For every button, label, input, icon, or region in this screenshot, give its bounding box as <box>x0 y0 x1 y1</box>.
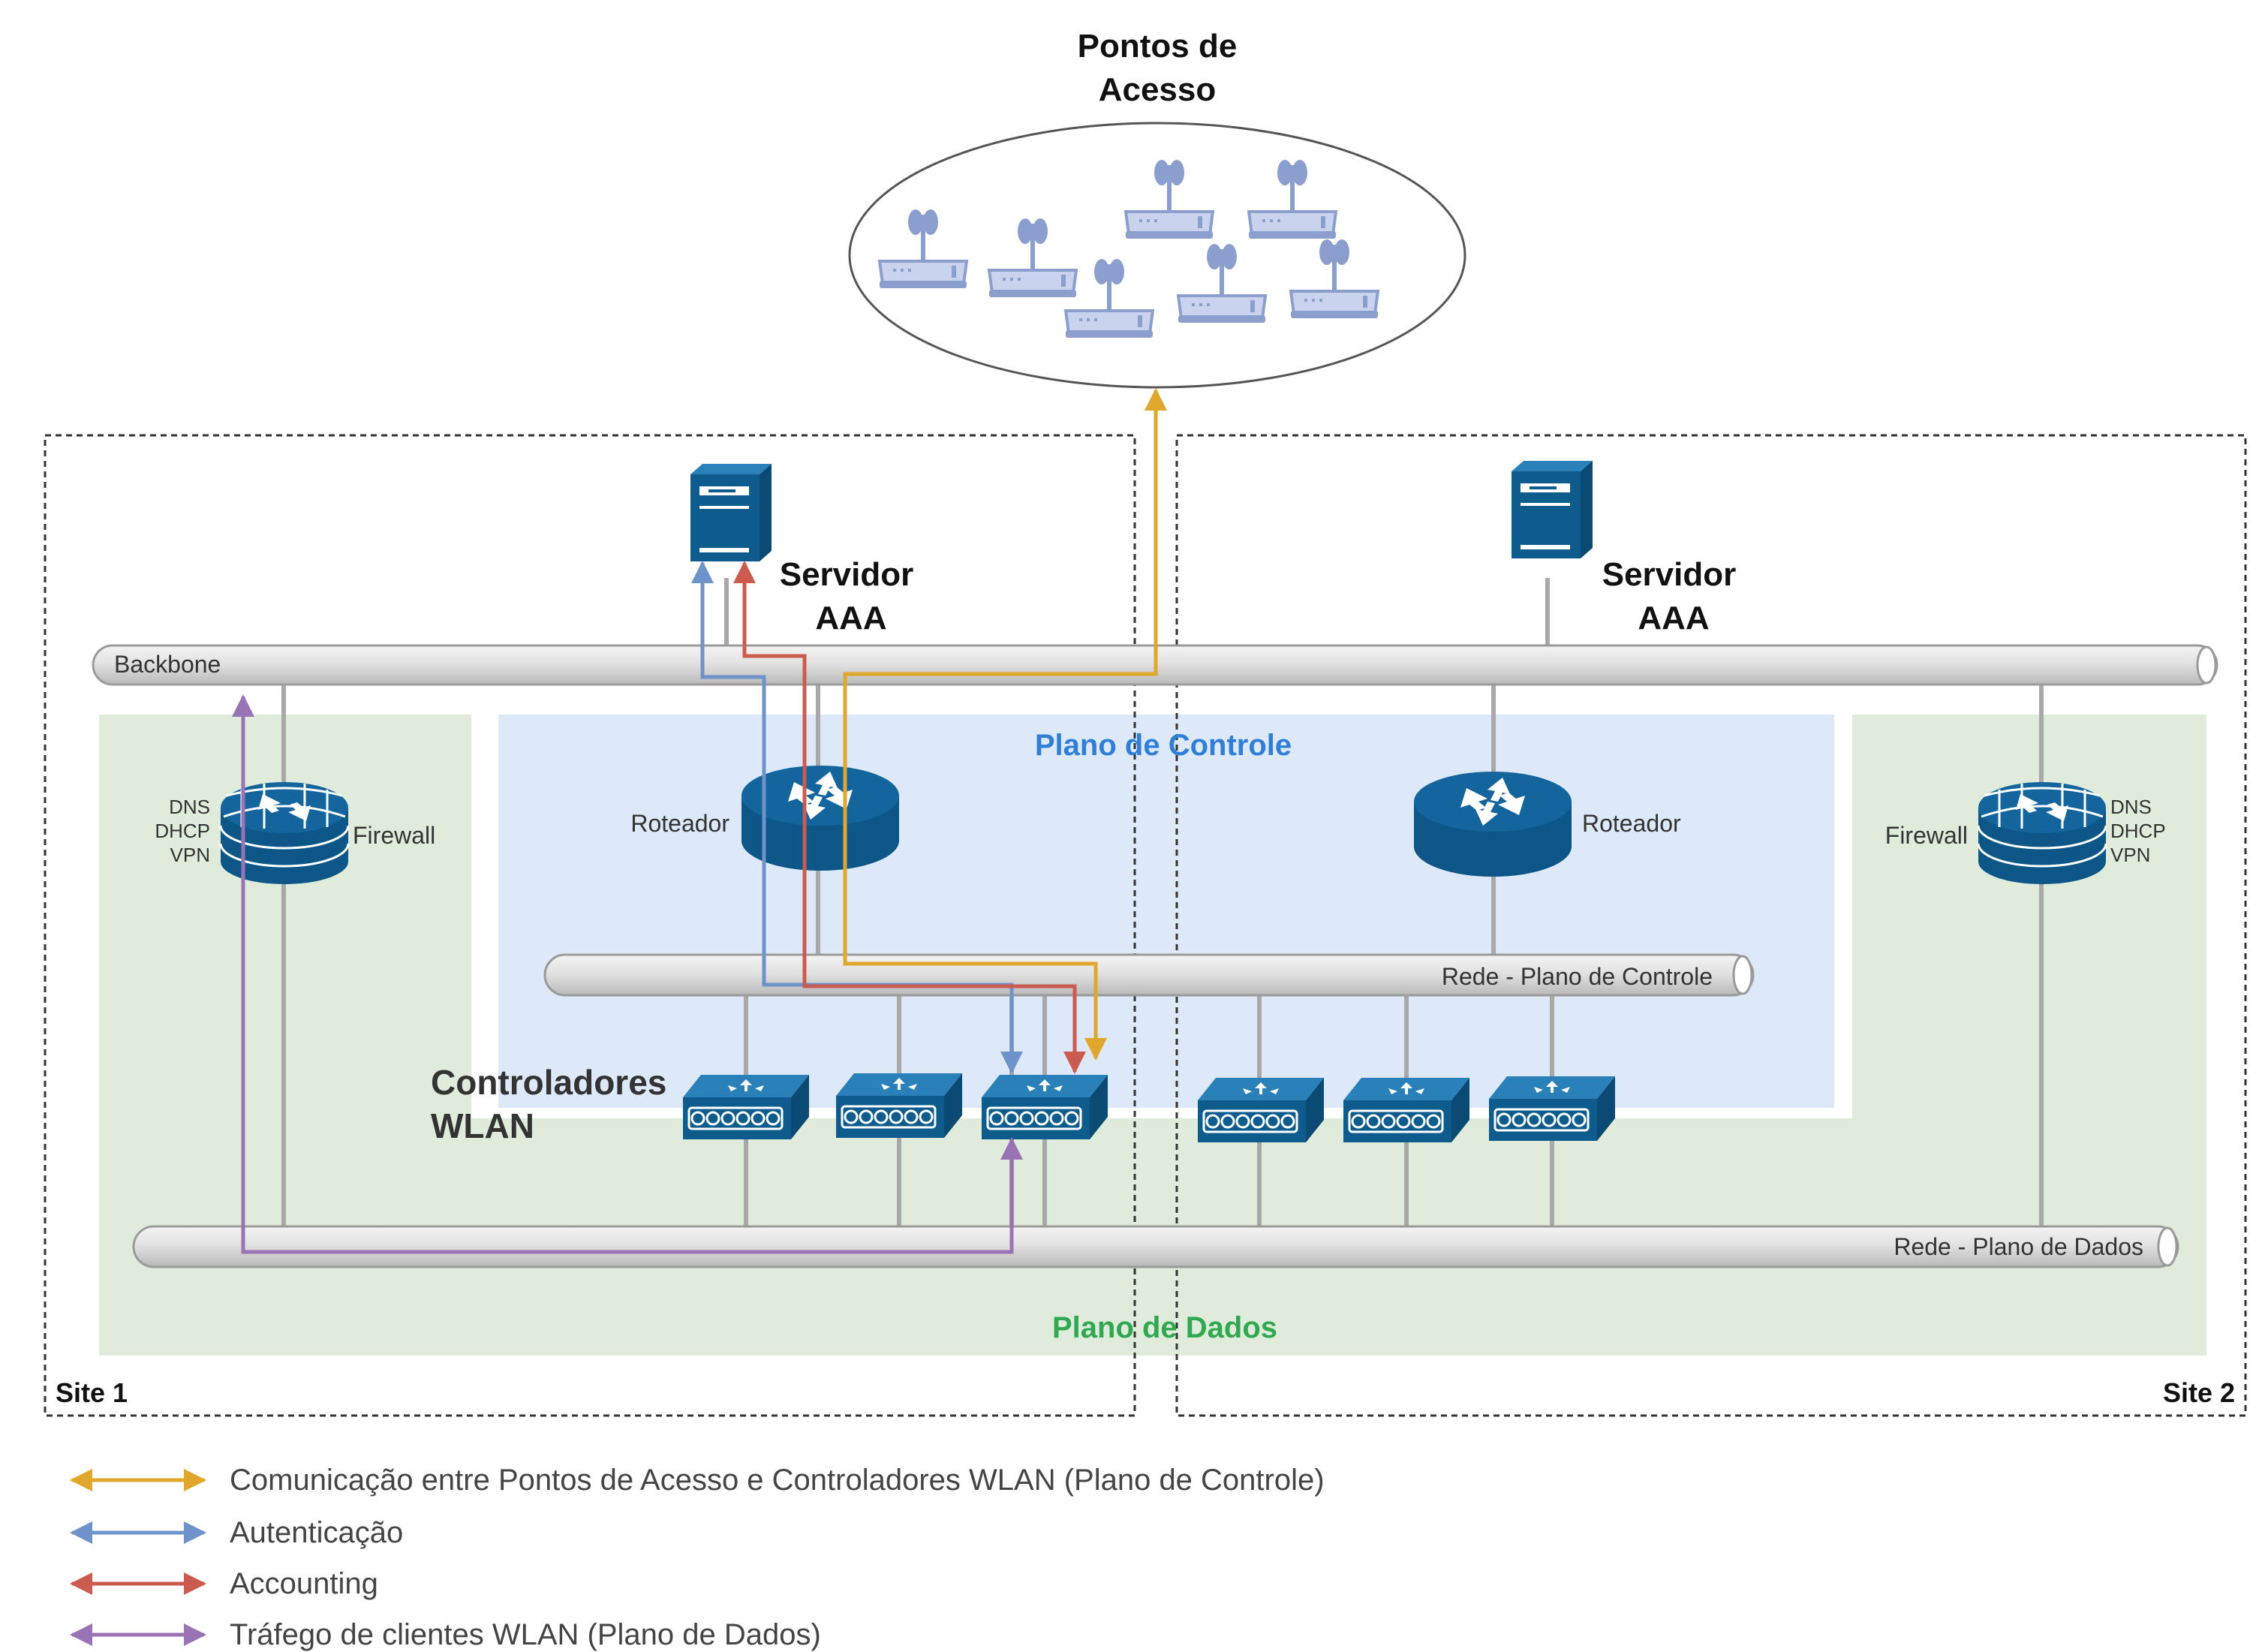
service-vpn: VPN <box>170 844 210 866</box>
control-plane-label: Plano de Controle <box>1035 729 1292 762</box>
wlan-controller-icon <box>1342 1076 1471 1144</box>
router-left-label: Roteador <box>630 810 729 837</box>
backbone-label: Backbone <box>114 651 221 678</box>
service-dns: DNS <box>2110 796 2152 818</box>
services-right: DNS DHCP VPN <box>2110 796 2166 866</box>
control-network-label: Rede - Plano de Controle <box>1442 963 1713 990</box>
site2-box <box>1175 434 2247 1417</box>
legend-label-client-traffic: Tráfego de clientes WLAN (Plano de Dados… <box>230 1618 821 1651</box>
service-vpn: VPN <box>2110 844 2150 866</box>
access-points-cloud <box>848 122 1466 389</box>
firewall-icon <box>219 781 350 886</box>
service-dhcp: DHCP <box>2110 820 2166 842</box>
legend-label-control: Comunicação entre Pontos de Acesso e Con… <box>230 1464 1325 1497</box>
site1-label: Site 1 <box>56 1377 128 1408</box>
firewall-right-label: Firewall <box>1885 822 1968 849</box>
access-points-title-line2: Acesso <box>1099 71 1217 108</box>
server-right-label-line1: Servidor <box>1602 556 1737 593</box>
access-points-title-line1: Pontos de <box>1078 28 1238 65</box>
wlan-controller-icon <box>835 1072 964 1139</box>
server-left-label-line1: Servidor <box>780 556 914 593</box>
controllers-label-line1: Controladores <box>431 1063 666 1102</box>
firewall-icon <box>1977 781 2107 886</box>
server-right-label-line2: AAA <box>1638 600 1709 636</box>
data-plane-label: Plano de Dados <box>1052 1311 1277 1344</box>
flow-client-traffic <box>232 694 1023 1254</box>
data-network-label: Rede - Plano de Dados <box>1894 1233 2143 1260</box>
legend: Comunicação entre Pontos de Acesso e Con… <box>70 1464 1325 1651</box>
firewall-left-label: Firewall <box>353 822 435 849</box>
router-icon <box>1414 772 1572 877</box>
data-network-bus <box>132 1225 2179 1268</box>
legend-label-accounting: Accounting <box>230 1567 378 1600</box>
control-plane-area-inner <box>498 715 1834 1108</box>
service-dhcp: DHCP <box>155 820 210 842</box>
wlan-controller-icon <box>980 1073 1109 1141</box>
server-left-label-line2: AAA <box>815 600 886 636</box>
service-dns: DNS <box>169 796 210 818</box>
site2-label: Site 2 <box>2163 1377 2235 1408</box>
data-plane-gap-left <box>471 698 498 1118</box>
wlan-controller-icon <box>681 1073 811 1141</box>
wlan-controller-icon <box>1487 1075 1617 1142</box>
router-right-label: Roteador <box>1582 810 1681 837</box>
server-icon <box>1512 461 1593 558</box>
server-icon <box>690 464 772 561</box>
controllers-label-line2: WLAN <box>431 1106 534 1145</box>
wlan-controller-icon <box>1196 1076 1325 1144</box>
services-left: DNS DHCP VPN <box>155 796 210 866</box>
legend-label-authentication: Autenticação <box>230 1516 403 1549</box>
